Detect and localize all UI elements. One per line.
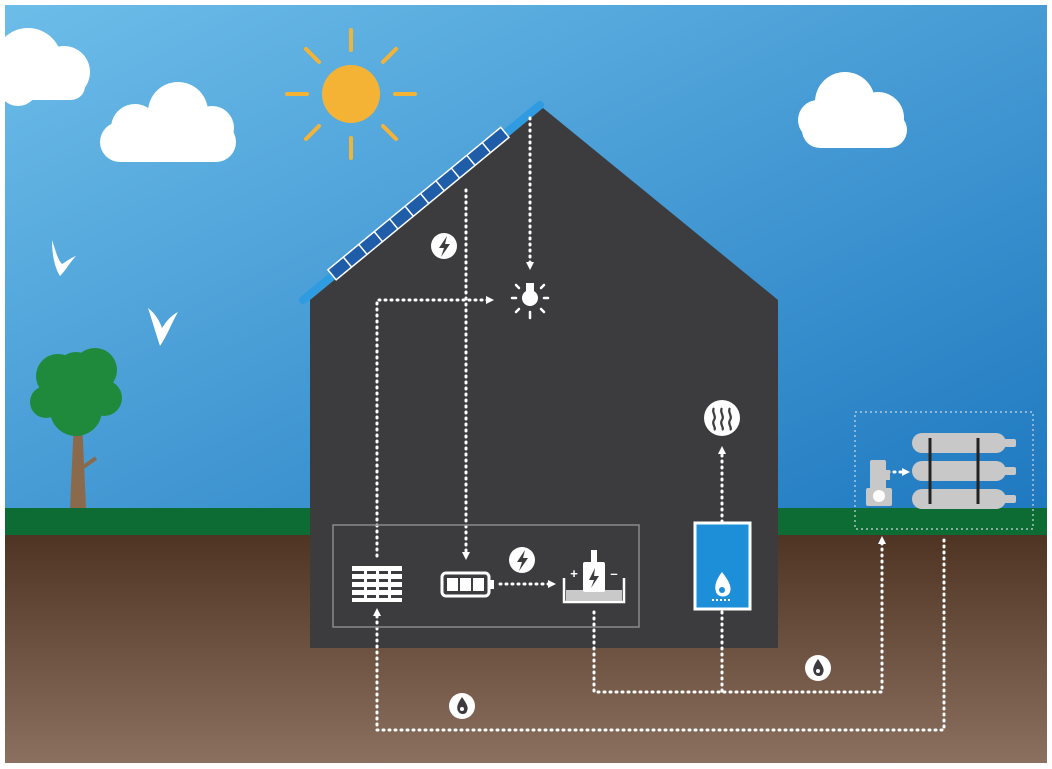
cloud-icon xyxy=(0,28,90,106)
hydrogen-storage-frame xyxy=(854,411,1034,530)
gas-cylinder-icon xyxy=(912,489,1016,509)
gas-cylinder-icon xyxy=(912,433,1016,453)
bird-icon xyxy=(148,308,178,346)
solar-panel-icon xyxy=(326,126,511,281)
boiler-flame-icon xyxy=(693,521,752,611)
compressor-icon xyxy=(866,460,892,506)
heat-waves-icon xyxy=(704,400,740,436)
flow-storage-to-fuelcell xyxy=(373,538,946,732)
cloud-icon xyxy=(100,82,236,162)
gas-cylinder-icon xyxy=(912,461,1016,481)
cloud-icon xyxy=(798,72,907,148)
fuel-cell-icon xyxy=(352,566,402,602)
lightning-icon xyxy=(431,233,457,259)
cylinder-straps xyxy=(928,438,980,504)
gas-drop-icon xyxy=(805,655,831,681)
svg-text:–: – xyxy=(610,566,617,581)
lightning-icon xyxy=(509,547,535,573)
basement-equipment-frame xyxy=(332,524,640,628)
svg-text:+: + xyxy=(570,566,578,581)
battery-icon xyxy=(440,571,494,598)
bird-icon xyxy=(52,240,76,276)
sun-icon xyxy=(285,28,417,160)
lightbulb-icon xyxy=(510,283,550,320)
gas-drop-icon xyxy=(449,693,475,719)
tree-icon xyxy=(30,348,122,508)
flow-gas-network-right xyxy=(592,536,886,694)
flow-fuelcell-to-light xyxy=(375,296,494,558)
house-body xyxy=(310,108,778,648)
electrolyzer-icon: + – xyxy=(562,550,626,604)
